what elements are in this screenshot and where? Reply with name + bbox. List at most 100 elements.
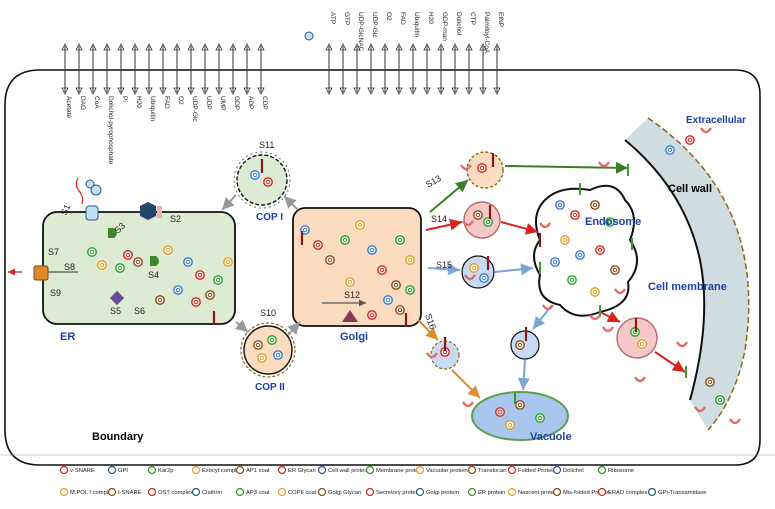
legend-label: M.POL I complex (70, 490, 114, 496)
protein-glyph-core (497, 409, 503, 415)
step-s7: S7 (48, 247, 59, 257)
protein-glyph (473, 210, 483, 220)
translocon (85, 205, 99, 221)
protein-glyph-core (165, 247, 171, 253)
secretory-protein-icon (365, 487, 375, 497)
ribosome (85, 179, 95, 189)
protein-glyph-core (369, 247, 375, 253)
label-cop2: COP II (255, 382, 285, 393)
metabolite-label: H20 (427, 12, 434, 24)
ribosome-icon (597, 465, 607, 475)
legend-label: Mis-folded Protein (563, 490, 610, 496)
arrowhead-up (381, 43, 389, 51)
arrow-s16 (417, 319, 439, 341)
metabolite-label: UDP-GlcNAC (357, 12, 364, 52)
golgi-protein-icon (415, 487, 425, 497)
clathrin-glyph (538, 222, 552, 229)
legend-label: ER Glycan (288, 468, 316, 474)
protein-glyph (340, 235, 350, 245)
protein-glyph-core (687, 137, 693, 143)
protein-glyph (550, 257, 560, 267)
protein-glyph-core (302, 227, 308, 233)
arrow-to-endosome-red (500, 221, 539, 235)
arrowhead-up (479, 43, 487, 51)
cell-wall-protein-icon (317, 465, 327, 475)
legend-label: ERAD complex (608, 490, 647, 496)
arrowhead-up (215, 43, 223, 51)
arrowhead-up (339, 43, 347, 51)
protein-glyph-core (369, 312, 375, 318)
protein-glyph-core (471, 265, 477, 271)
snare-glyphs (212, 153, 687, 404)
erad-icon (597, 487, 607, 497)
protein-glyph (555, 200, 565, 210)
metabolite-label: UDP (205, 96, 212, 110)
arrow-vesicle-to-vacuole (517, 359, 530, 391)
protein-glyph (665, 145, 675, 155)
label-cell-wall: Cell wall (668, 183, 712, 195)
legend-label: Kar2p (158, 468, 173, 474)
arrow-ap3-to-vacuole (451, 369, 481, 399)
arrow-copi-to-er (221, 194, 237, 211)
legend-label: Secretory protein (376, 490, 420, 496)
metabolite-label: Ubiquitin (149, 96, 156, 122)
protein-glyph (705, 377, 715, 387)
step-s12: S12 (344, 290, 360, 300)
arrow-s14 (425, 218, 463, 231)
protein-glyph-core (572, 212, 578, 218)
protein-glyph (595, 245, 605, 255)
protein-glyph-core (537, 415, 543, 421)
protein-glyph (560, 235, 570, 245)
protein-glyph (495, 407, 505, 417)
nascent-chain (75, 177, 84, 205)
protein-glyph (610, 265, 620, 275)
arrowhead-down (215, 87, 223, 95)
metabolite-label: O2 (385, 12, 392, 21)
metabolite-label: Dolichol-pyrophosphate (107, 96, 114, 165)
protein-glyph-core (269, 337, 275, 343)
protein-glyph-core (357, 222, 363, 228)
metabolite-label: CTP (469, 12, 476, 25)
protein-glyph-core (252, 172, 258, 178)
copii-vesicle-coat (240, 322, 296, 378)
label-endosome: Endosome (585, 216, 641, 228)
protein-glyph-core (562, 237, 568, 243)
protein-glyph-core (265, 179, 271, 185)
protein-glyph (313, 240, 323, 250)
endosomal-vesicle (461, 255, 495, 289)
arrowhead-down (353, 87, 361, 95)
legend-label: COPII coat (288, 490, 317, 496)
protein-glyph-core (393, 282, 399, 288)
legend-label: Membrane protein (376, 468, 423, 474)
protein-glyph (345, 277, 355, 287)
protein-glyph-core (517, 342, 523, 348)
clathrin-icon (191, 487, 201, 497)
protein-glyph-core (597, 247, 603, 253)
kar2p-2 (150, 256, 159, 266)
t-snare-icon (107, 487, 117, 497)
cell-membrane-line (624, 139, 706, 401)
protein-glyph-core (185, 259, 191, 265)
protein-glyph (205, 290, 215, 300)
legend-label: ER protein (478, 490, 505, 496)
metabolite-label: FAD (399, 12, 406, 25)
arrowhead-up (173, 43, 181, 51)
protein-glyph-core (481, 275, 487, 281)
protein-glyph (395, 235, 405, 245)
arrow-endosome-to-membrane (599, 311, 621, 323)
step-s1: S1 (59, 203, 73, 217)
protein-glyph (477, 163, 487, 173)
arrowhead-up (353, 43, 361, 51)
ost-complex (140, 202, 156, 220)
protein-glyph-core (475, 212, 481, 218)
arrow-to-cell-membrane (654, 351, 686, 373)
protein-glyph (367, 310, 377, 320)
metabolite-label: ADP (247, 96, 254, 109)
protein-glyph (155, 295, 165, 305)
metabolite-label: Palmitoyl-CoA (483, 12, 490, 54)
protein-glyph (391, 280, 401, 290)
membrane-protein-icon (365, 465, 375, 475)
protein-glyph (685, 135, 695, 145)
